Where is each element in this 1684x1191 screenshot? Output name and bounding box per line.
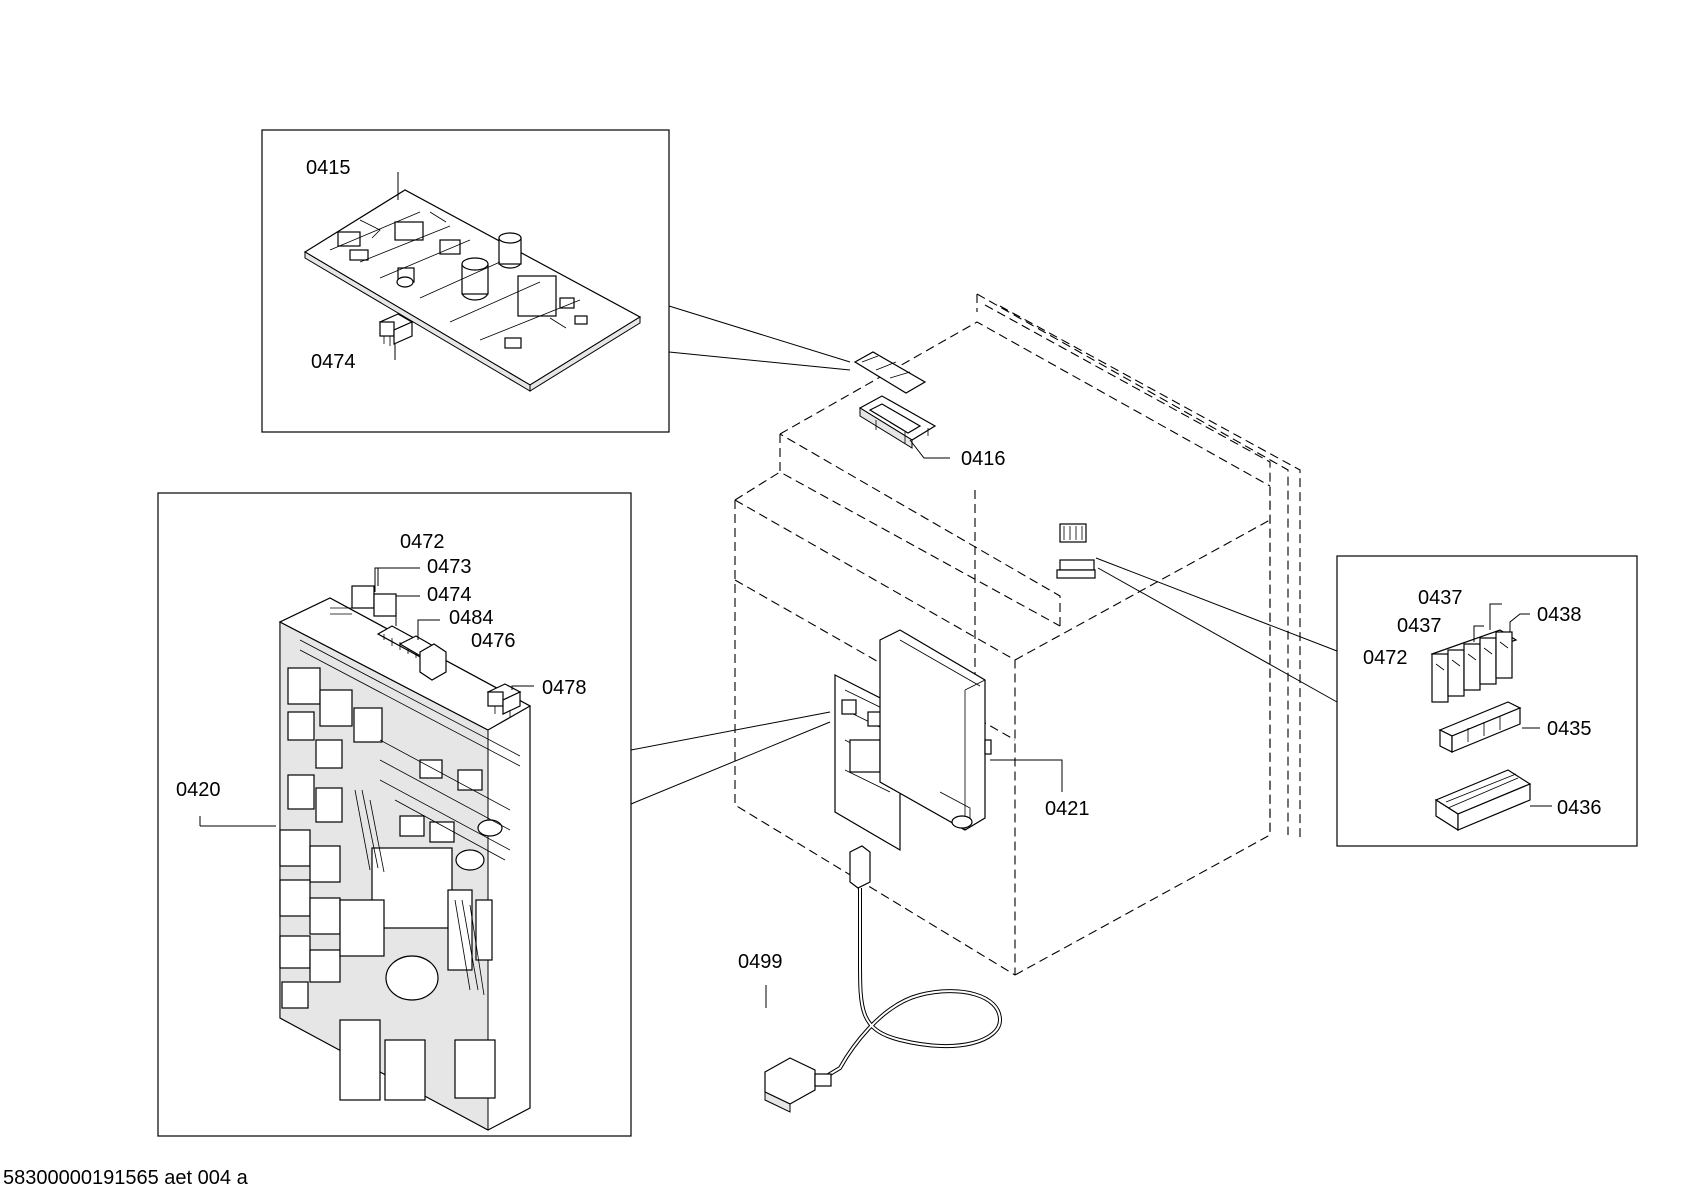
inset-left-frame <box>157 492 632 1137</box>
power-cord-0499[interactable] <box>764 845 1003 1113</box>
leader-0438 <box>1509 613 1530 632</box>
bracket-0416[interactable] <box>858 395 937 449</box>
holder-0436[interactable] <box>1434 769 1532 832</box>
bracket-0421[interactable] <box>879 629 992 831</box>
leader-0474-left <box>395 595 420 626</box>
label-0474-top: 0474 <box>311 351 356 373</box>
control-board-0415[interactable] <box>303 189 642 392</box>
label-0478: 0478 <box>542 677 587 699</box>
spacer-0435[interactable] <box>1438 701 1522 753</box>
control-board-installed <box>853 351 927 394</box>
terminal-block-installed <box>1056 523 1096 579</box>
label-0415: 0415 <box>306 157 351 179</box>
inset-top-leader-upper <box>668 305 851 363</box>
leader-0473 <box>374 567 420 592</box>
label-0476: 0476 <box>471 630 516 652</box>
power-board-0420[interactable] <box>278 597 532 1131</box>
leader-0437-b <box>1473 625 1484 642</box>
leader-0416 <box>909 439 950 459</box>
label-0474-left: 0474 <box>427 584 472 606</box>
inset-left-leader-upper <box>630 711 831 751</box>
oven-housing-outline <box>734 293 1301 976</box>
leader-0484 <box>417 619 440 640</box>
label-0438: 0438 <box>1537 604 1582 626</box>
inset-right-leader-upper <box>1095 557 1338 652</box>
leader-0437-a <box>1489 603 1502 630</box>
connector-0472-left[interactable] <box>330 585 397 617</box>
label-0437-b: 0437 <box>1397 615 1442 637</box>
label-0416: 0416 <box>961 448 1006 470</box>
inset-left-leader-lower <box>630 721 831 805</box>
inset-right-leader-lower <box>1097 567 1338 703</box>
label-0435: 0435 <box>1547 718 1592 740</box>
label-0472-right: 0472 <box>1363 647 1408 669</box>
connector-0474-top[interactable] <box>378 313 414 346</box>
inset-right-terminals: 0437 0437 0438 0472 0435 0436 <box>1336 555 1638 847</box>
terminal-block-0437[interactable] <box>1430 629 1518 703</box>
label-0437-a: 0437 <box>1418 587 1463 609</box>
drawing-id: 58300000191565 aet 004 a <box>3 1167 249 1189</box>
leader-0478 <box>511 685 534 690</box>
label-0484: 0484 <box>449 607 494 629</box>
inset-top-frame <box>261 129 670 433</box>
connector-0476[interactable] <box>419 643 447 681</box>
inset-top-leader-lower <box>668 351 851 371</box>
label-0436: 0436 <box>1557 797 1602 819</box>
leader-0421 <box>990 759 1063 792</box>
inset-top-control-board: 0415 0474 <box>261 129 851 433</box>
label-0420: 0420 <box>176 779 221 801</box>
label-0473: 0473 <box>427 556 472 578</box>
label-0421: 0421 <box>1045 798 1090 820</box>
inset-left-power-board: 0472 0473 0474 0484 0476 0478 0420 <box>157 492 831 1137</box>
inset-right-frame <box>1336 555 1638 847</box>
label-0499: 0499 <box>738 951 783 973</box>
label-0472-left: 0472 <box>400 531 445 553</box>
